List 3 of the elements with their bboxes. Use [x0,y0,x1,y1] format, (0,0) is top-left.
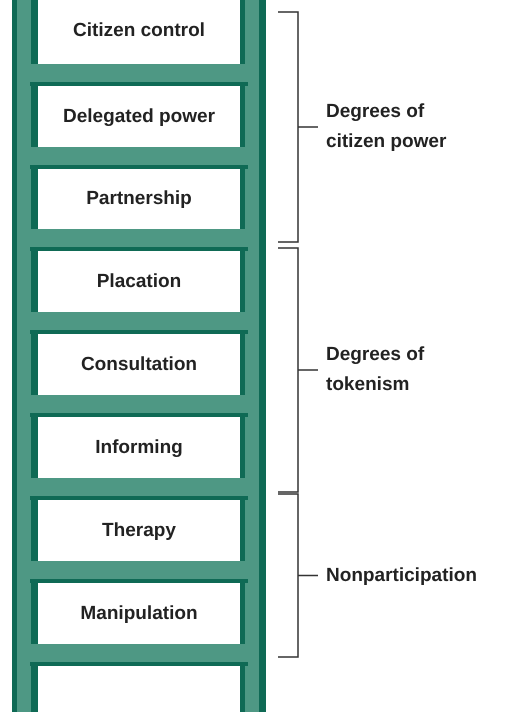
bracket-label: Degrees of tokenism [326,343,426,397]
bracket-label: Nonparticipation [326,564,478,588]
bracket-label: Degrees of citizen power [326,100,448,154]
